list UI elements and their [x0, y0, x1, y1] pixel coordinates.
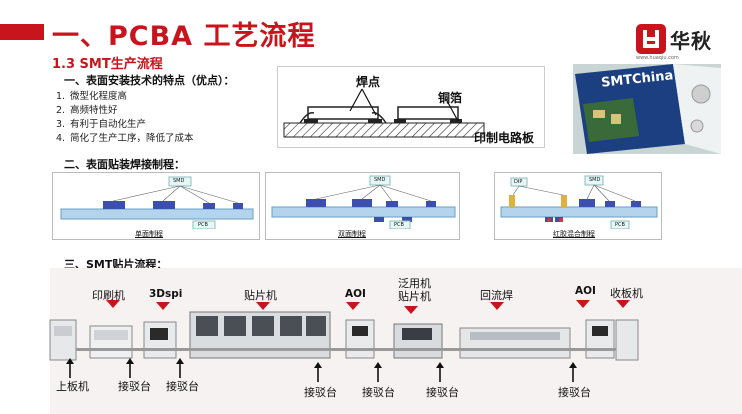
pcb-tag: PCB: [394, 222, 404, 228]
brand-url: www.huaqiu.com: [636, 55, 679, 61]
down-arrow-icon: [616, 300, 630, 308]
list-item: 2.高频特性好: [56, 105, 118, 116]
aoi1-label: AOI: [345, 288, 366, 300]
double-sided-process-panel: SMD PCB 双面制程: [265, 172, 460, 240]
conveyor-label: 接驳台: [304, 386, 337, 399]
unloader-label: 收板机: [610, 287, 643, 300]
section2-heading: 二、表面贴装焊接制程：: [64, 158, 185, 171]
conveyor-label: 接驳台: [118, 380, 151, 393]
pcb-tag: PCB: [615, 222, 625, 228]
pcb-label: 印制电路板: [474, 131, 535, 145]
mixed-process-panel: DIP SMD PCB 红胶混合制程: [494, 172, 662, 240]
section-subtitle: 1.3 SMT生产流程: [52, 57, 163, 72]
conveyor-label: 接驳台: [362, 386, 395, 399]
list-item: 4.简化了生产工序，降低了成本: [56, 133, 194, 144]
aoi2-label: AOI: [575, 285, 596, 297]
copper-label: 铜箔: [438, 91, 463, 105]
down-arrow-icon: [256, 302, 270, 310]
down-arrow-icon: [490, 302, 504, 310]
panel-caption: 红胶混合制程: [553, 230, 595, 238]
down-arrow-icon: [404, 306, 418, 314]
single-sided-process-panel: SMD PCB 单面制程: [52, 172, 260, 240]
general-mounter-label: 泛用机 贴片机: [398, 277, 431, 303]
reflow-label: 回流焊: [480, 289, 513, 302]
pcb-tag: PCB: [198, 222, 208, 228]
brand-name: 华秋: [670, 28, 712, 53]
spi-label: 3Dspi: [149, 288, 183, 300]
mounter-label: 贴片机: [244, 289, 277, 302]
smd-tag: SMD: [374, 177, 386, 183]
conveyor-label: 接驳台: [558, 386, 591, 399]
conveyor-label: 接驳台: [166, 380, 199, 393]
panel-caption: 双面制程: [338, 230, 366, 238]
list-item: 1.微型化程度高: [56, 91, 128, 102]
smt-book-image: SMTChina: [573, 64, 721, 154]
smd-tag: SMD: [589, 177, 601, 183]
title-accent-bar: [0, 24, 44, 40]
huaqiu-logo-icon: [636, 24, 666, 54]
down-arrow-icon: [346, 302, 360, 310]
section3-heading: 三、SMT贴片流程：: [64, 258, 168, 271]
down-arrow-icon: [576, 300, 590, 308]
conveyor-label: 接驳台: [426, 386, 459, 399]
panel-caption: 单面制程: [135, 230, 163, 238]
smt-production-line-image: [49, 311, 639, 361]
dip-tag: DIP: [514, 179, 523, 185]
page-title: 一、PCBA 工艺流程: [52, 21, 316, 52]
solder-label: 焊点: [356, 75, 381, 89]
down-arrow-icon: [106, 300, 120, 308]
section1-heading: 一、表面安装技术的特点（优点）：: [64, 74, 235, 87]
printer-label: 印刷机: [92, 289, 125, 302]
advantages-list: 1.微型化程度高 2.高频特性好 3.有利于自动化生产 4.简化了生产工序，降低…: [56, 90, 194, 146]
smd-tag: SMD: [173, 178, 185, 184]
down-arrow-icon: [156, 302, 170, 310]
brand-logo: 华秋: [636, 24, 712, 54]
list-item: 3.有利于自动化生产: [56, 119, 147, 130]
loader-label: 上板机: [56, 380, 89, 393]
solder-joint-diagram: 焊点 铜箔 印制电路板: [277, 66, 545, 148]
